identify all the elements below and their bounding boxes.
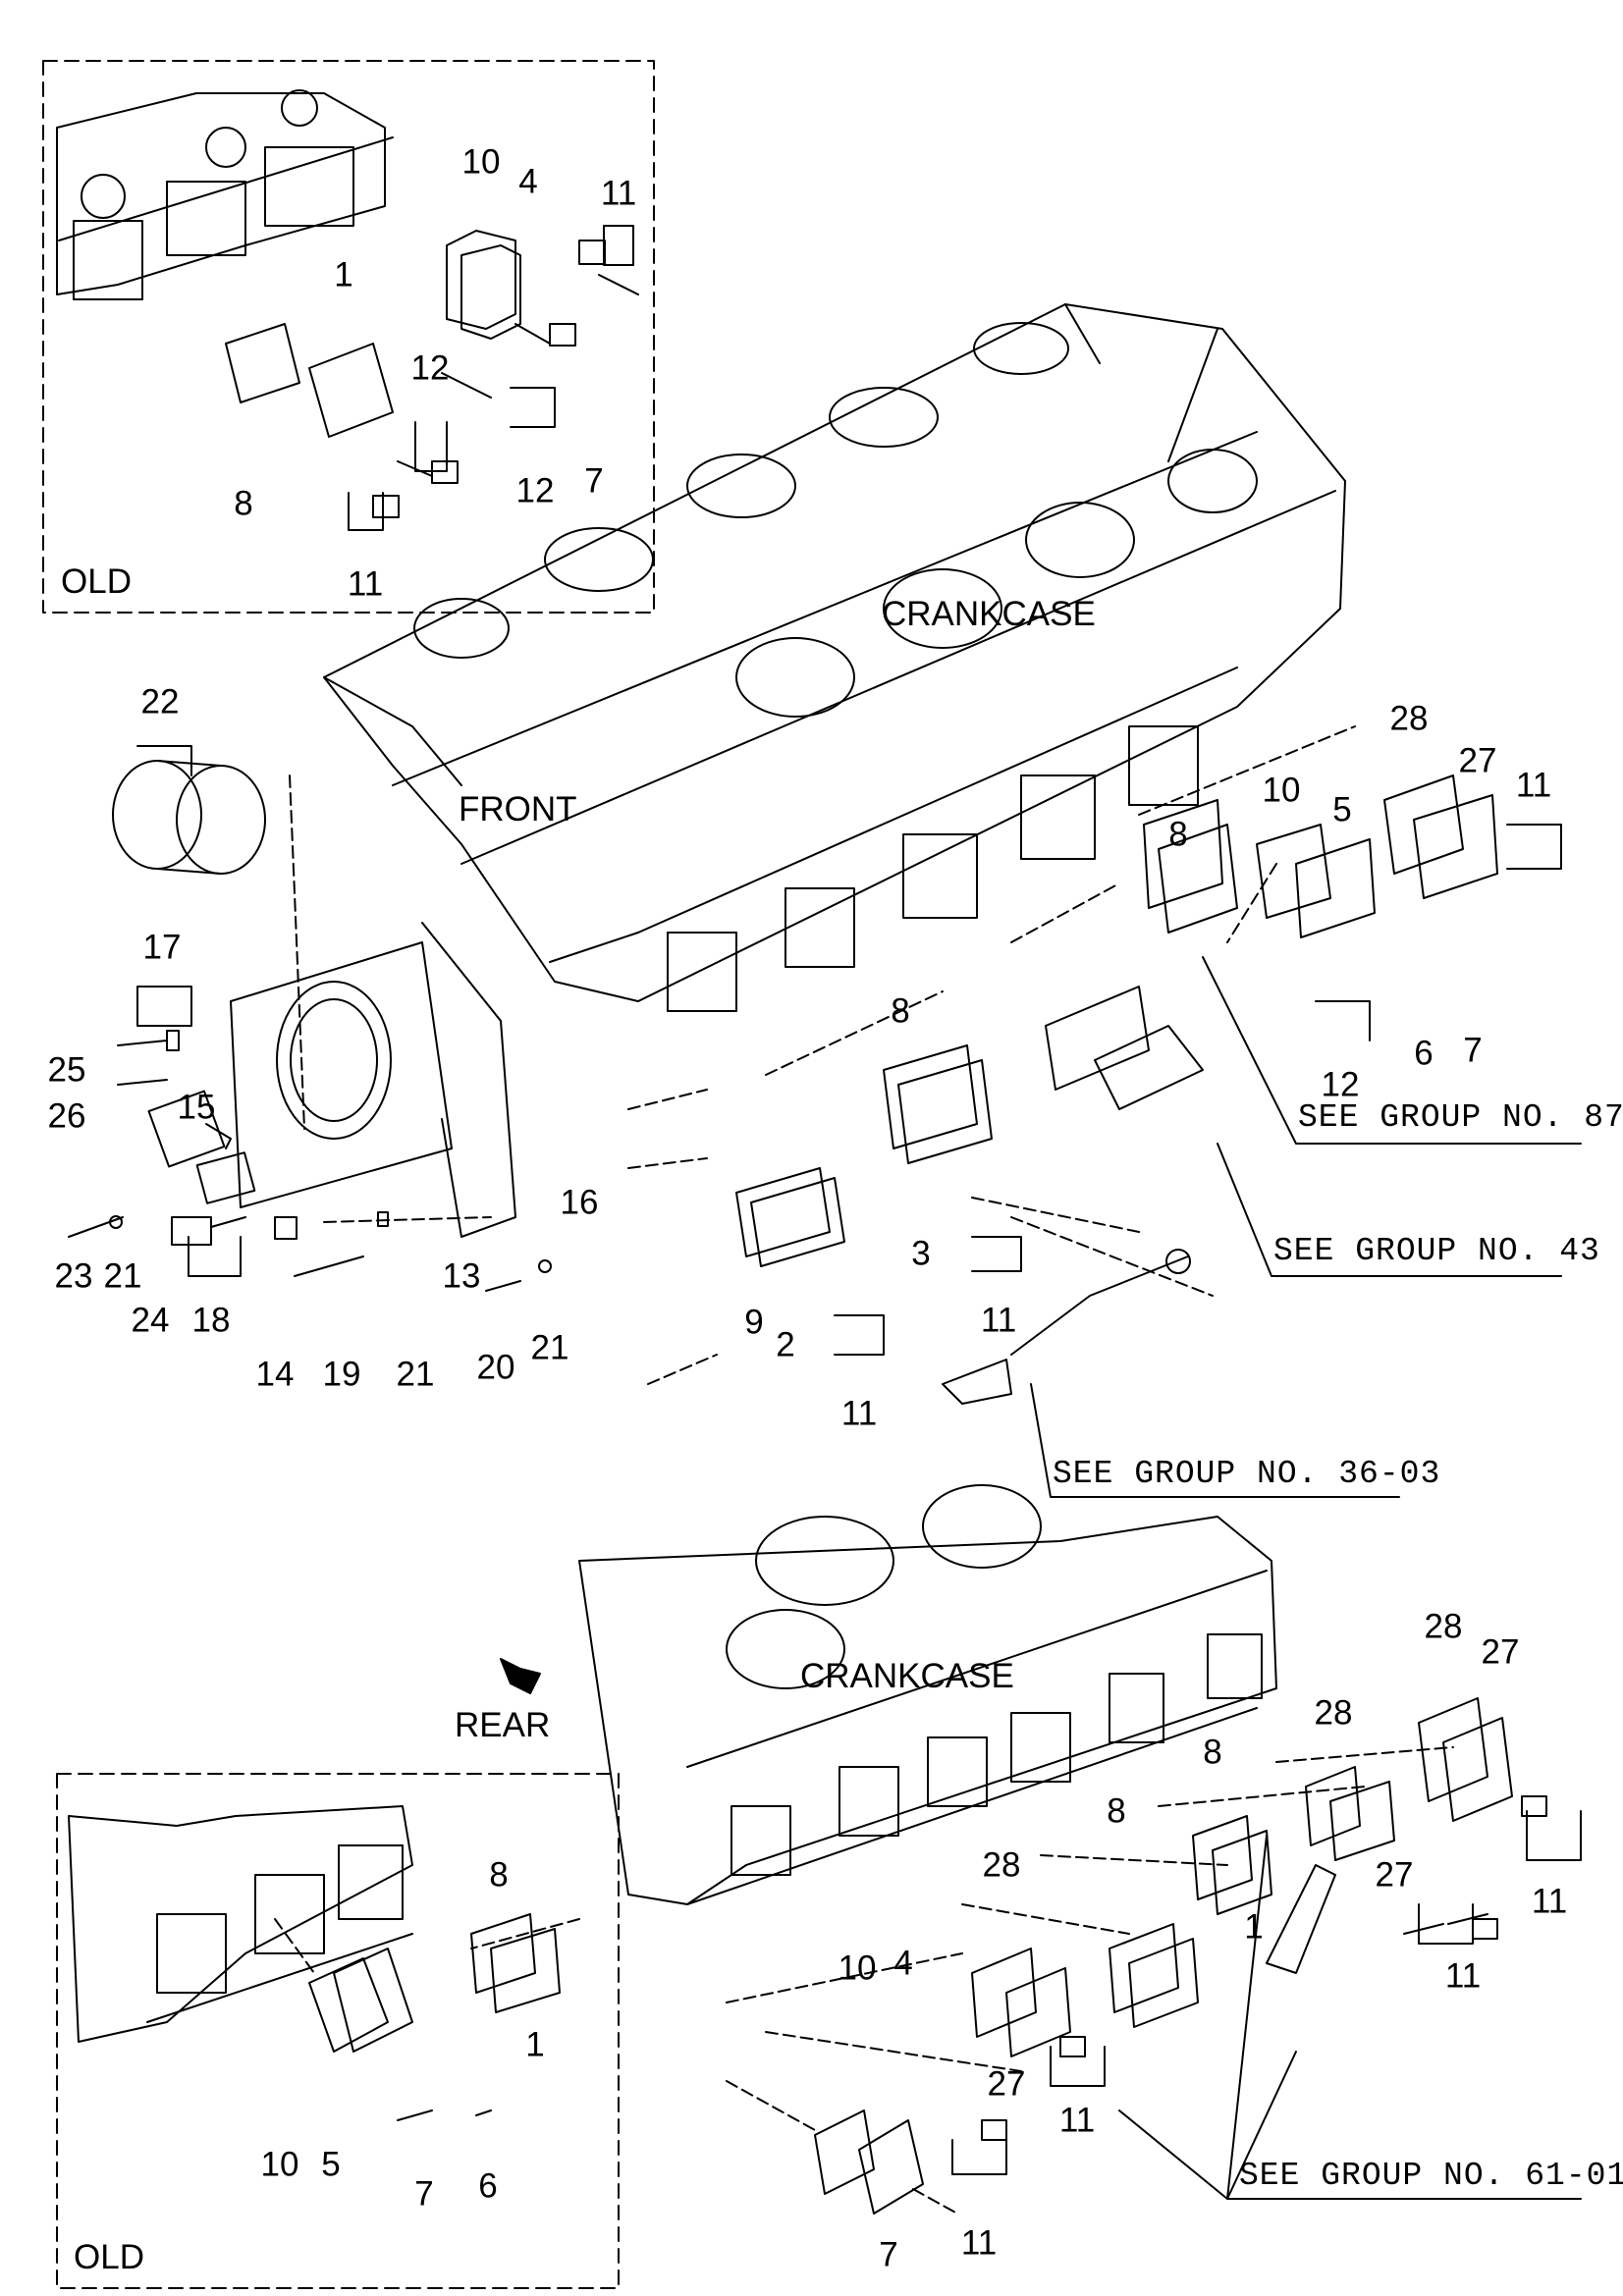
callout-number: 6 [1414, 1034, 1434, 1073]
crankcase-bottom-caption: CRANKCASE [800, 1657, 1014, 1695]
callout-number: 28 [982, 1845, 1021, 1885]
lower-right-covers [814, 1697, 1547, 2215]
callout-number: 11 [1444, 1956, 1482, 1996]
callout-number: 12 [1321, 1065, 1360, 1104]
callout-number: 12 [515, 471, 555, 510]
reference-group-87: SEE GROUP NO. 87 [1298, 1099, 1623, 1136]
old-top-caption: OLD [61, 562, 132, 601]
callout-number: 19 [322, 1355, 361, 1394]
callout-number: 13 [442, 1256, 481, 1296]
callout-number: 8 [1168, 815, 1188, 854]
callout-number: 9 [744, 1303, 764, 1342]
reference-group-43: SEE GROUP NO. 43 [1273, 1233, 1600, 1269]
reference-group-61-01: SEE GROUP NO. 61-01 [1239, 2158, 1623, 2194]
callout-number: 1 [525, 2025, 545, 2064]
callout-number: 5 [1332, 790, 1352, 829]
callout-number: 11 [600, 174, 637, 213]
rear-seal-housing [230, 922, 516, 1238]
callout-number: 28 [1389, 699, 1429, 738]
callout-number: 11 [840, 1394, 878, 1433]
old-inset-bottom-block [68, 1805, 561, 2121]
upper-callout-brackets [136, 225, 1562, 1356]
callout-number: 11 [980, 1301, 1017, 1340]
callout-number: 15 [177, 1088, 216, 1127]
callout-number: 6 [478, 2166, 498, 2206]
upper-crankcase-block [323, 303, 1346, 1012]
callout-number: 8 [891, 991, 910, 1031]
callout-number: 21 [530, 1328, 569, 1367]
crankcase-top-caption: CRANKCASE [882, 595, 1096, 633]
old-top-gasket-cover-set [225, 230, 639, 518]
callout-number: 11 [347, 564, 384, 604]
front-caption: FRONT [459, 790, 577, 828]
rear-oil-seal [112, 760, 266, 875]
callout-number: 8 [1107, 1791, 1126, 1831]
callout-number: 11 [1531, 1882, 1568, 1921]
callout-number: 10 [260, 2145, 299, 2184]
callout-number: 18 [191, 1301, 231, 1340]
old-bottom-caption: OLD [74, 2238, 144, 2276]
callout-number: 16 [560, 1183, 599, 1222]
callout-number: 24 [131, 1301, 170, 1340]
callout-number: 17 [142, 928, 182, 967]
callout-number: 21 [103, 1256, 142, 1296]
callout-number: 10 [838, 1949, 877, 1988]
old-inset-top-frame [42, 60, 655, 614]
callout-number: 22 [140, 682, 180, 721]
callout-number: 7 [414, 2174, 434, 2214]
callout-number: 27 [1458, 741, 1497, 780]
callout-number: 7 [1463, 1031, 1483, 1070]
callout-number: 1 [1244, 1907, 1264, 1947]
lower-crankcase-block [578, 1484, 1277, 1905]
callout-number: 4 [893, 1944, 913, 1983]
callout-number: 20 [476, 1348, 515, 1387]
rear-caption: REAR [455, 1706, 551, 1744]
callout-number: 3 [911, 1234, 931, 1273]
callout-number: 1 [334, 255, 353, 294]
callout-number: 25 [47, 1050, 86, 1090]
callout-number: 12 [410, 348, 450, 388]
callout-number: 21 [396, 1355, 435, 1394]
callout-number: 4 [518, 162, 538, 201]
callout-number: 11 [960, 2223, 998, 2263]
callout-number: 27 [1375, 1855, 1414, 1895]
callout-number: 8 [234, 484, 253, 523]
callout-number: 27 [1481, 1632, 1520, 1672]
upper-left-small-parts [68, 1030, 552, 1292]
callout-number: 7 [584, 461, 604, 501]
lower-dashed-leader-lines [274, 1746, 1454, 2215]
callout-number: 23 [54, 1256, 93, 1296]
callout-number: 8 [1203, 1733, 1222, 1772]
callout-number: 14 [255, 1355, 295, 1394]
old-inset-bottom-frame [56, 1773, 620, 2289]
callout-number: 2 [776, 1325, 795, 1364]
rear-arrow-icon [500, 1658, 541, 1694]
callout-number: 26 [47, 1096, 86, 1136]
callout-number: 28 [1424, 1607, 1463, 1646]
lower-callout-brackets [951, 1810, 1582, 2175]
old-inset-top-block [56, 89, 394, 300]
callout-number: 8 [489, 1855, 509, 1895]
upper-middle-covers [735, 774, 1498, 1405]
callout-number: 27 [987, 2064, 1026, 2104]
upper-dashed-leader-lines [289, 725, 1356, 1385]
reference-group-36-03: SEE GROUP NO. 36-03 [1053, 1456, 1441, 1492]
callout-number: 11 [1058, 2101, 1096, 2140]
callout-number: 10 [1262, 771, 1301, 810]
reference-leader-lines [1030, 956, 1582, 2200]
callout-number: 5 [321, 2145, 341, 2184]
callout-number: 11 [1515, 766, 1552, 805]
callout-number: 28 [1314, 1693, 1353, 1733]
callout-number: 10 [461, 142, 501, 182]
callout-number: 7 [879, 2235, 898, 2274]
